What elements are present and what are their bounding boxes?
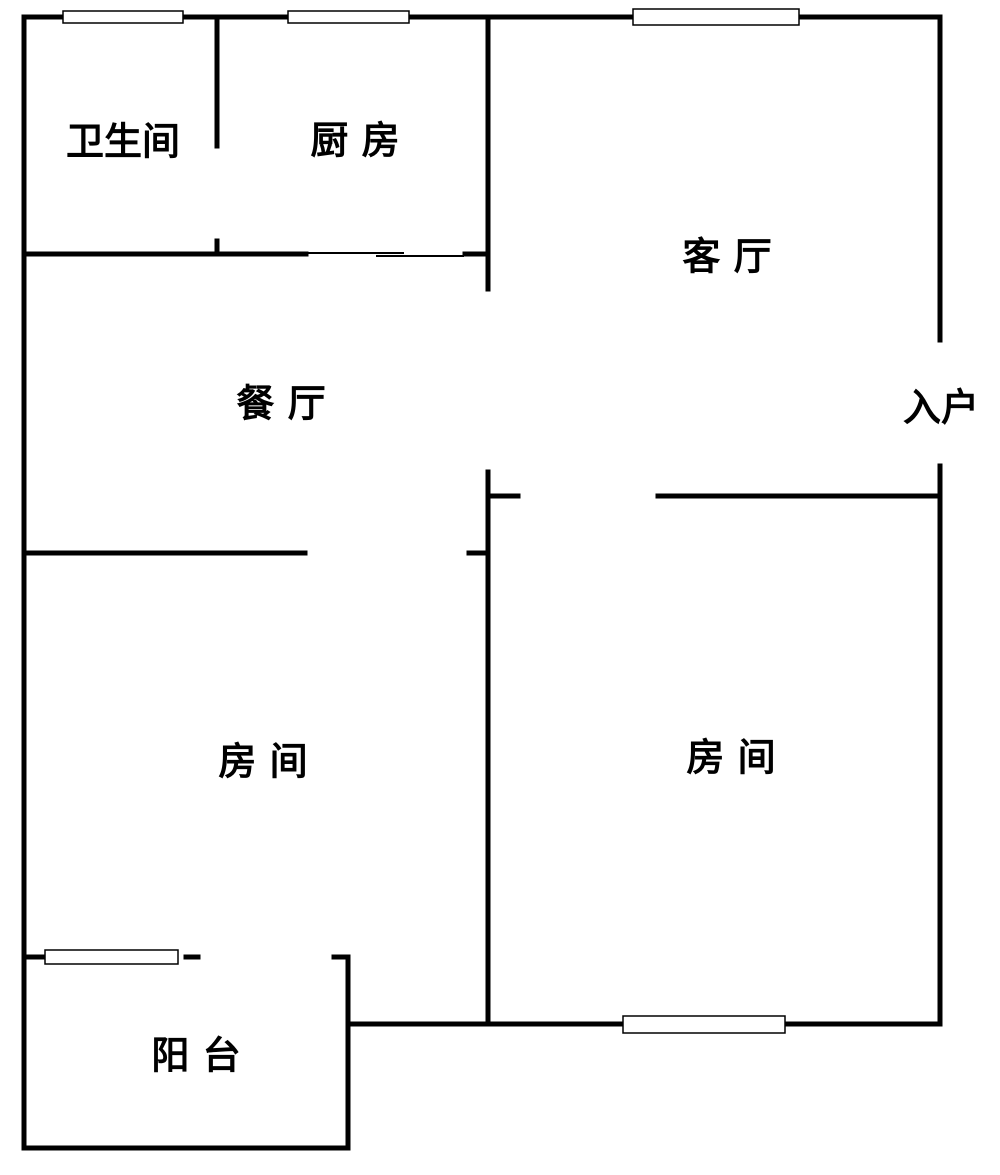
walls bbox=[21, 14, 943, 1151]
window-bedroom bbox=[622, 1015, 786, 1034]
window-living bbox=[632, 8, 800, 26]
windows bbox=[44, 8, 800, 1034]
window-kitchen bbox=[287, 10, 410, 24]
label-dining-room: 餐 厅 bbox=[236, 382, 325, 426]
label-bathroom: 卫生间 bbox=[66, 120, 180, 164]
room-labels: 卫生间 厨 房 客 厅 餐 厅 入户 房 间 房 间 阳 台 bbox=[66, 119, 979, 1078]
balcony-right-wall bbox=[331, 954, 351, 1151]
label-living-room: 客 厅 bbox=[682, 235, 771, 279]
label-kitchen: 厨 房 bbox=[310, 119, 399, 163]
label-balcony: 阳 台 bbox=[151, 1034, 240, 1078]
window-bathroom bbox=[62, 10, 184, 24]
label-bedroom-right: 房 间 bbox=[686, 736, 775, 780]
window-balcony bbox=[44, 949, 179, 965]
label-entrance: 入户 bbox=[903, 386, 979, 430]
label-bedroom-left: 房 间 bbox=[218, 740, 307, 784]
